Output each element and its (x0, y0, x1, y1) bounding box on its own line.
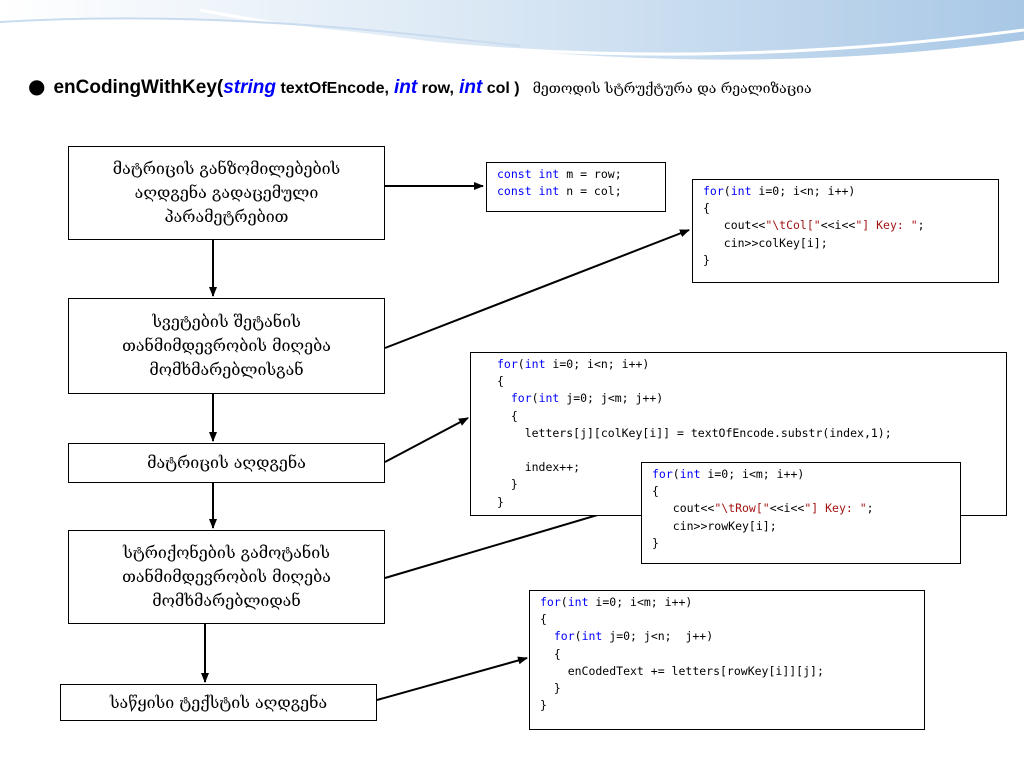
type-int-row: int (394, 77, 418, 98)
param-text: textOfEncode, (276, 80, 389, 97)
type-string: string (223, 77, 276, 98)
header-decoration (0, 0, 1024, 60)
step-restore-text: საწყისი ტექსტის აღდგენა (60, 684, 377, 721)
code-column-key: for(int i=0; i<n; i++) { cout<<"\tCol["<… (692, 179, 999, 283)
arrow-step2-to-colkey-code (384, 229, 690, 349)
title-caption: მეთოდის სტრუქტურა და რეალიზაცია (532, 81, 812, 97)
bullet-icon: ● (28, 74, 46, 98)
type-int-col: int (459, 77, 483, 98)
step-restore-matrix: მატრიცის აღდგენა (68, 443, 385, 483)
code-row-key: for(int i=0; i<m; i++) { cout<<"\tRow["<… (641, 462, 961, 564)
code-restore-text: for(int i=0; i<m; i++) { for(int j=0; j<… (529, 590, 925, 730)
param-row: row, (417, 80, 454, 97)
param-col: col ) (482, 80, 520, 97)
arrow-step3-to-matrix-code (384, 417, 469, 463)
arrow-step5-to-restore-code (376, 656, 528, 701)
code-dimensions: const int m = row; const int n = col; (486, 162, 666, 212)
slide-title: ● enCodingWithKey(string textOfEncode, in… (28, 74, 812, 99)
method-name: enCodingWithKey( (53, 77, 224, 98)
